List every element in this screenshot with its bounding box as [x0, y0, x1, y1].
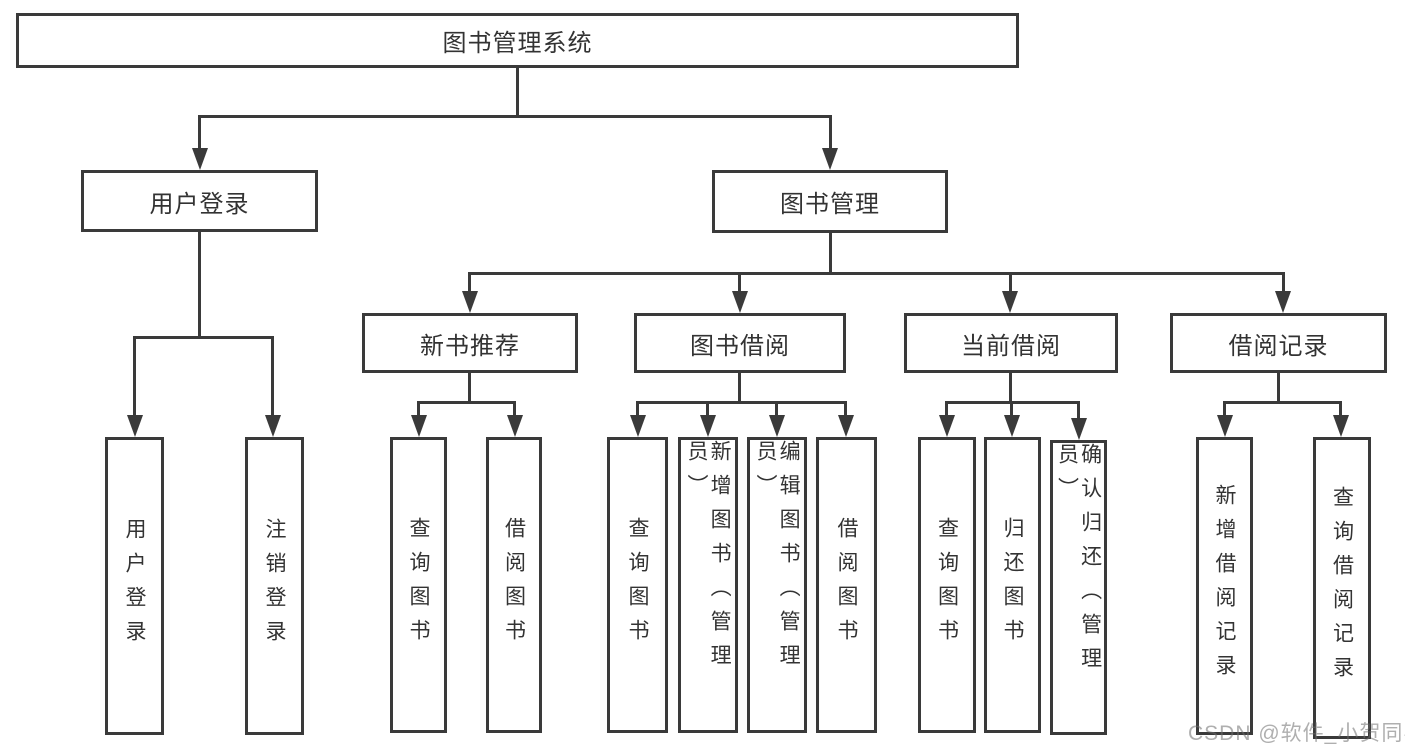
arrowhead-bb-c4	[838, 415, 854, 437]
edge-bb-c2-stem	[706, 401, 709, 417]
leaf-nbr-query-books: 查询图书	[390, 437, 447, 733]
edge-nbr-trunk	[468, 373, 471, 403]
node-book-borrow: 图书借阅	[634, 313, 846, 373]
edge-bb-c4-stem	[844, 401, 847, 417]
edge-nbr-rail	[417, 401, 516, 404]
arrowhead-borrow-records	[1275, 291, 1291, 313]
edge-cb-c3-stem	[1077, 401, 1080, 420]
edge-level3-rail	[468, 272, 1285, 275]
edge-borrow-records-stem	[1282, 272, 1285, 295]
node-book-management: 图书管理	[712, 170, 948, 233]
edge-br-c1-stem	[1223, 401, 1226, 417]
leaf-bb-edit-books-admin: 编辑图书（管理员）	[747, 437, 807, 733]
arrowhead-nbr-c1	[411, 415, 427, 437]
arrowhead-user-login	[192, 148, 208, 170]
leaf-cb-confirm-return-admin: 确认归还（管理员）	[1050, 440, 1107, 735]
edge-bb-rail	[636, 401, 847, 404]
leaf-bb-query-books: 查询图书	[607, 437, 668, 733]
arrowhead-cb-c3	[1071, 418, 1087, 440]
edge-br-c2-stem	[1339, 401, 1342, 417]
edge-login-col-stem	[133, 336, 136, 418]
leaf-br-query-record: 查询借阅记录	[1313, 437, 1371, 739]
edge-logout-col-stem	[271, 336, 274, 418]
edge-user-login-trunk	[198, 232, 201, 338]
arrowhead-br-c2	[1333, 415, 1349, 437]
arrowhead-login-col	[127, 415, 143, 437]
edge-nbr-c2-stem	[513, 401, 516, 417]
edge-bb-trunk	[738, 373, 741, 403]
leaf-cb-return-books: 归还图书	[984, 437, 1041, 733]
edge-cb-trunk	[1009, 373, 1012, 403]
edge-root-trunk	[516, 68, 519, 118]
edge-bb-c1-stem	[636, 401, 639, 417]
leaf-nbr-borrow-books: 借阅图书	[486, 437, 542, 733]
arrowhead-new-book	[462, 291, 478, 313]
arrowhead-br-c1	[1217, 415, 1233, 437]
edge-level2-rail	[198, 115, 832, 118]
leaf-bb-borrow-books: 借阅图书	[816, 437, 877, 733]
arrowhead-bb-c3	[769, 415, 785, 437]
arrowhead-book-borrow	[732, 291, 748, 313]
arrowhead-current-borrow	[1002, 291, 1018, 313]
edge-book-borrow-stem	[738, 272, 741, 295]
edge-user-login-rail	[133, 336, 274, 339]
arrowhead-bb-c1	[630, 415, 646, 437]
node-current-borrow: 当前借阅	[904, 313, 1118, 373]
node-library-system: 图书管理系统	[16, 13, 1019, 68]
csdn-watermark: CSDN @软件_小贺同学	[1188, 722, 1405, 745]
leaf-br-add-record: 新增借阅记录	[1196, 437, 1253, 735]
node-new-book-recommend: 新书推荐	[362, 313, 578, 373]
arrowhead-book-mgmt	[822, 148, 838, 170]
node-user-login: 用户登录	[81, 170, 318, 232]
arrowhead-logout-col	[265, 415, 281, 437]
edge-cb-c1-stem	[945, 401, 948, 417]
arrowhead-cb-c1	[939, 415, 955, 437]
edge-user-login-stem	[198, 115, 201, 149]
leaf-bb-add-books-admin: 新增图书（管理员）	[678, 437, 738, 733]
leaf-cb-query-books: 查询图书	[918, 437, 976, 733]
edge-current-borrow-stem	[1009, 272, 1012, 295]
node-borrow-records: 借阅记录	[1170, 313, 1387, 373]
leaf-user-login: 用户登录	[105, 437, 164, 735]
edge-book-mgmt-trunk	[829, 233, 832, 274]
edge-bb-c3-stem	[775, 401, 778, 417]
arrowhead-cb-c2	[1004, 415, 1020, 437]
arrowhead-bb-c2	[700, 415, 716, 437]
edge-br-trunk	[1277, 373, 1280, 403]
edge-nbr-c1-stem	[417, 401, 420, 417]
edge-book-mgmt-stem	[829, 115, 832, 149]
edge-new-book-stem	[468, 272, 471, 295]
edge-cb-c2-stem	[1010, 401, 1013, 417]
leaf-logout: 注销登录	[245, 437, 304, 735]
edge-br-rail	[1223, 401, 1342, 404]
arrowhead-nbr-c2	[507, 415, 523, 437]
